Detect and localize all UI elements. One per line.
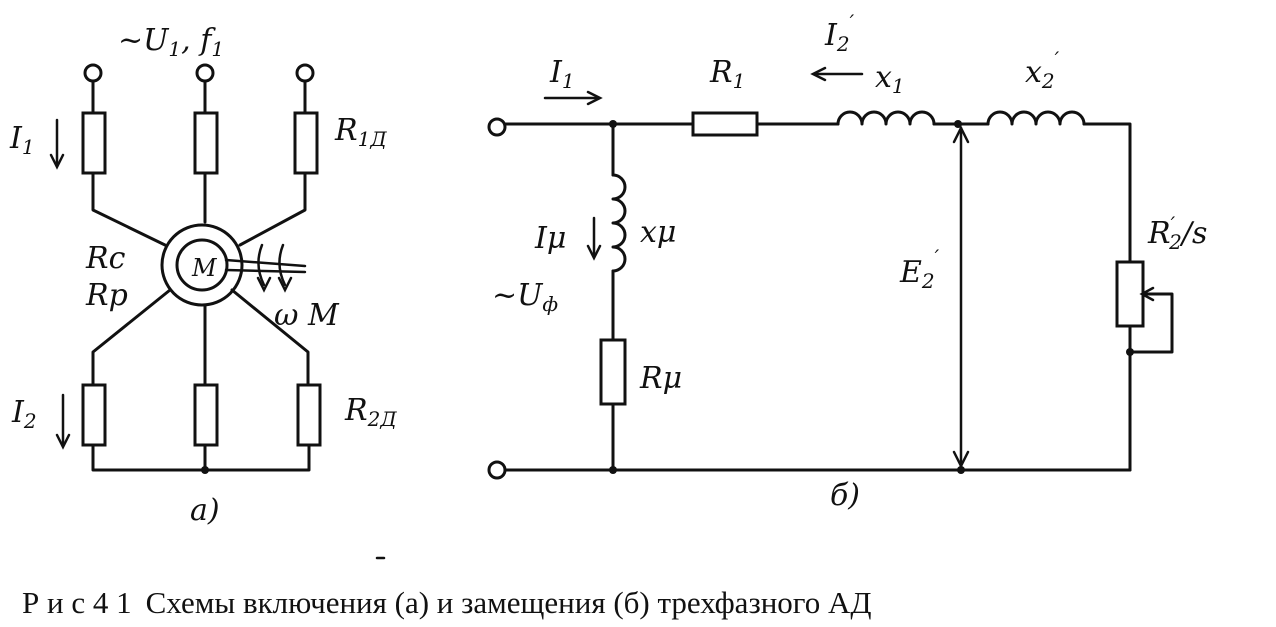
xmu-label: xμ [640, 215, 676, 250]
i1-label: I1 [549, 55, 575, 93]
figure-caption: Р и с 4 1 Схемы включения (а) и замещения… [22, 585, 872, 620]
input-terminal-bottom [487, 460, 507, 480]
torque-arrow-icon [278, 243, 287, 287]
sublabel-a: а) [190, 493, 220, 528]
imu-label: Iμ [534, 221, 566, 256]
equivalent-circuit: I1 R1 I2′ x1 x2′ Iμ xμ ~Uф Rμ E2′ R′2/s … [487, 10, 1207, 513]
stator-resistor-3 [293, 111, 319, 175]
motor-label: M [191, 254, 218, 282]
current-i1-label: I1 [9, 121, 35, 159]
inductor-xmu [611, 173, 627, 273]
rotor-resistor-label: R2Д [344, 393, 397, 431]
caption-prefix: Р и с 4 1 [22, 585, 132, 620]
inductor-x2-prime [986, 110, 1086, 126]
supply-terminal-1 [83, 63, 103, 83]
resistor-r2-prime-s [1115, 260, 1145, 328]
rp-label: Rp [85, 278, 128, 313]
e2-prime-label: E2′ [899, 245, 940, 293]
r1-label: R1 [709, 55, 745, 93]
resistor-rmu [599, 338, 627, 406]
motor-rotor [175, 238, 229, 292]
rotor-resistor-1 [81, 383, 107, 447]
resistor-r1 [691, 111, 759, 137]
supply-terminal-2 [195, 63, 215, 83]
r2-prime-s-label: R′2/s [1147, 212, 1207, 254]
supply-terminal-3 [295, 63, 315, 83]
stator-resistor-2 [193, 111, 219, 175]
caption-text: Схемы включения (а) и замещения (б) трех… [146, 585, 872, 620]
stator-resistor-1 [81, 111, 107, 175]
x1-label: x1 [875, 60, 905, 98]
motor-outer-ring [160, 223, 244, 307]
connection-diagram: ~U1, f1 I1 R1Д Rc Rp M ω M I2 R2Д а) [9, 23, 397, 528]
rotor-resistor-2 [193, 383, 219, 447]
inductor-x1 [836, 110, 936, 126]
omega-m-label: ω M [274, 298, 340, 333]
supply-label: ~U1, f1 [118, 23, 224, 61]
sublabel-b: б) [830, 478, 860, 513]
input-terminal-top [487, 117, 507, 137]
x2-prime-label: x2′ [1025, 47, 1060, 93]
current-i2-label: I2 [11, 395, 37, 433]
rotor-resistor-3 [296, 383, 322, 447]
i2-prime-label: I2′ [824, 10, 855, 56]
uf-label: ~Uф [492, 278, 558, 316]
rheostat-slider [1128, 292, 1174, 354]
stator-resistor-label: R1Д [334, 113, 387, 151]
rotation-arrow-icon [257, 243, 266, 287]
rmu-label: Rμ [639, 361, 682, 396]
rc-label: Rc [85, 241, 126, 276]
